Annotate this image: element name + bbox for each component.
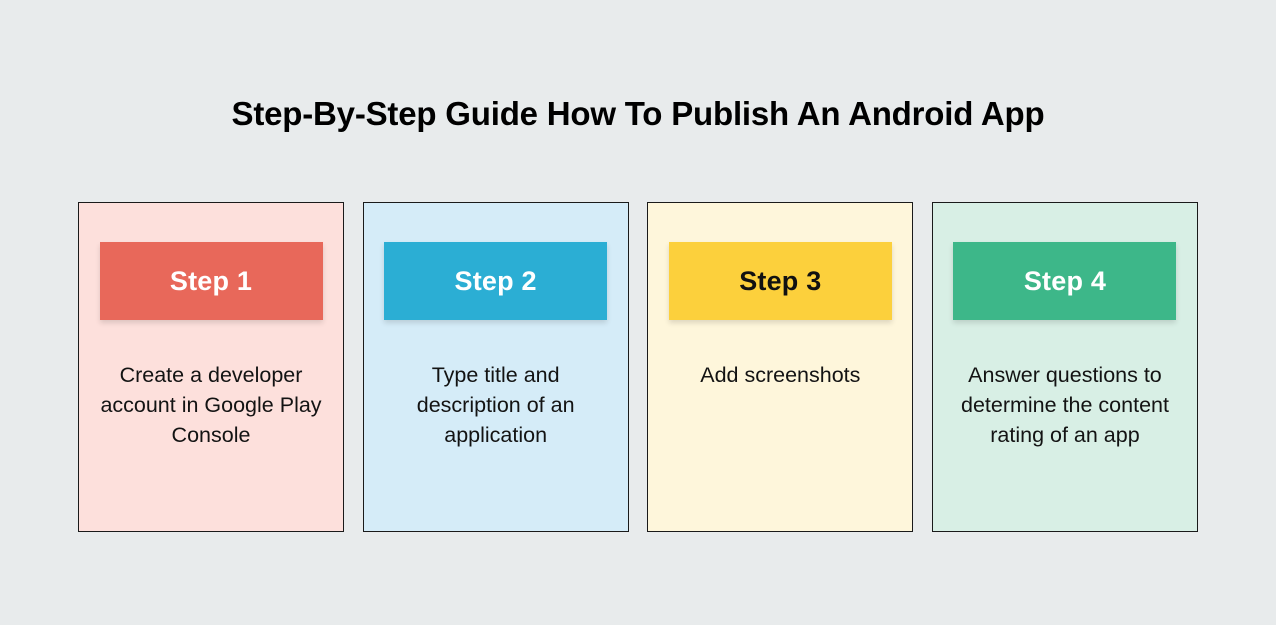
step-card-3: Step 3 Add screenshots	[647, 202, 914, 532]
step-card-2: Step 2 Type title and description of an …	[362, 202, 629, 532]
step-description-3: Add screenshots	[700, 363, 861, 387]
step-badge-2: Step 2	[384, 242, 608, 320]
steps-row: Step 1 Create a developer account in Goo…	[78, 202, 1198, 532]
step-description-wrapper-3: Add screenshots	[648, 320, 912, 531]
step-description-4: Answer questions to determine the conten…	[960, 363, 1169, 447]
step-card-4: Step 4 Answer questions to determine the…	[931, 202, 1198, 532]
step-card-1: Step 1 Create a developer account in Goo…	[78, 202, 344, 532]
step-description-wrapper-1: Create a developer account in Google Pla…	[79, 320, 343, 531]
step-description-1: Create a developer account in Google Pla…	[100, 363, 322, 447]
step-badge-1: Step 1	[99, 242, 323, 320]
step-description-wrapper-4: Answer questions to determine the conten…	[933, 320, 1197, 531]
step-description-wrapper-2: Type title and description of an applica…	[364, 320, 628, 531]
step-description-2: Type title and description of an applica…	[416, 363, 575, 447]
step-badge-3: Step 3	[668, 242, 892, 320]
step-badge-4: Step 4	[953, 242, 1177, 320]
page-title: Step-By-Step Guide How To Publish An And…	[231, 95, 1045, 132]
